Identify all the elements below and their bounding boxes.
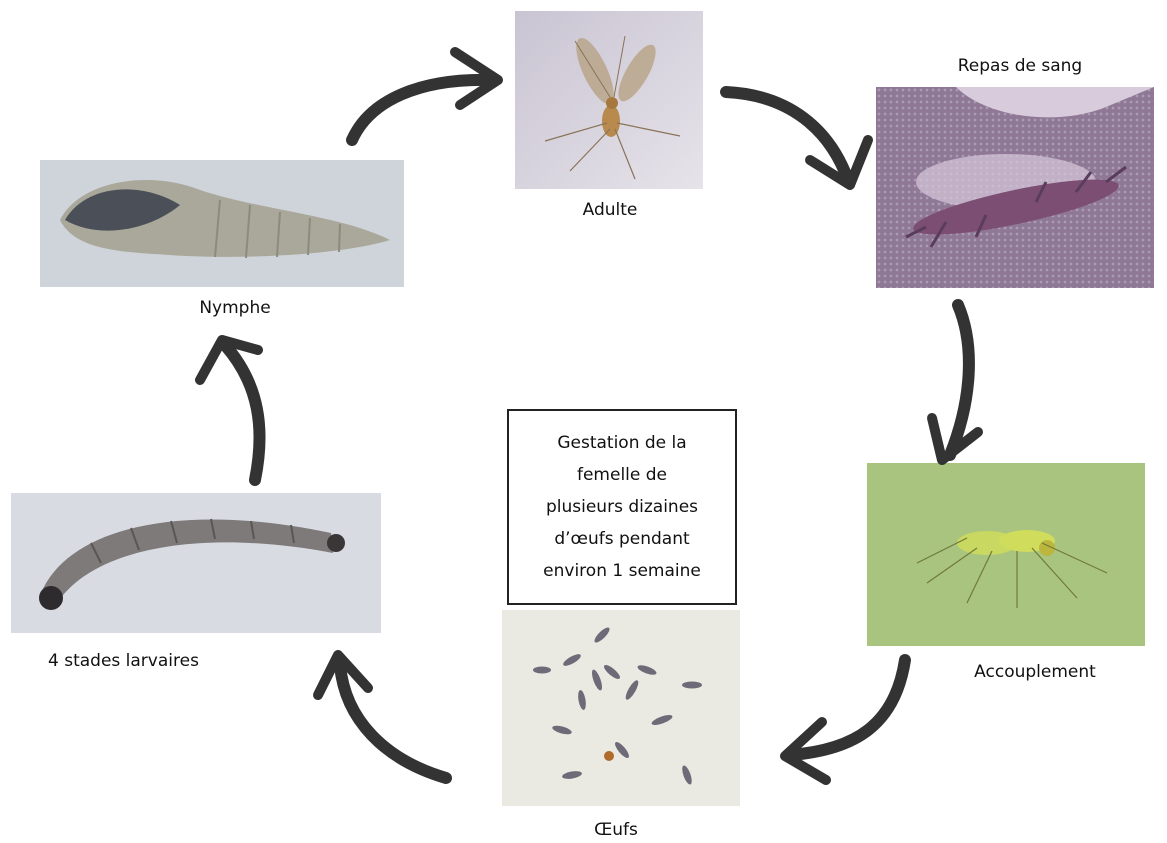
note-line: environ 1 semaine (543, 555, 701, 587)
arrow-head (200, 340, 258, 380)
arrow-eggs-to-larva (340, 665, 446, 778)
label-repas-de-sang: Repas de sang (940, 56, 1100, 76)
note-line: d’œufs pendant (554, 523, 689, 555)
arrow-head (932, 418, 978, 460)
mating-photo (867, 463, 1145, 646)
label-oeufs: Œufs (586, 820, 646, 840)
arrow-larva-to-nymph (225, 345, 260, 480)
arrow-meal-to-mating (950, 305, 969, 455)
label-larves: 4 stades larvaires (48, 651, 248, 671)
arrow-nymph-to-adult (352, 80, 492, 140)
eggs-photo (502, 610, 740, 806)
label-nymphe: Nymphe (190, 298, 280, 318)
blood-meal-photo (876, 87, 1154, 288)
gestation-note-box: Gestation de la femelle de plusieurs diz… (507, 409, 737, 605)
adult-photo (515, 11, 703, 189)
note-line: plusieurs dizaines (546, 491, 698, 523)
arrow-head (785, 722, 826, 780)
pupa-photo (40, 160, 404, 287)
arrow-adult-to-meal (726, 92, 848, 180)
arrow-head (810, 140, 868, 185)
label-adulte: Adulte (570, 200, 650, 220)
note-line: Gestation de la (557, 427, 686, 459)
larva-photo (11, 493, 381, 633)
label-accouplement: Accouplement (960, 662, 1110, 682)
arrow-mating-to-eggs (790, 660, 905, 755)
note-line: femelle de (577, 459, 667, 491)
arrow-head (318, 655, 368, 695)
arrow-head (455, 52, 498, 105)
